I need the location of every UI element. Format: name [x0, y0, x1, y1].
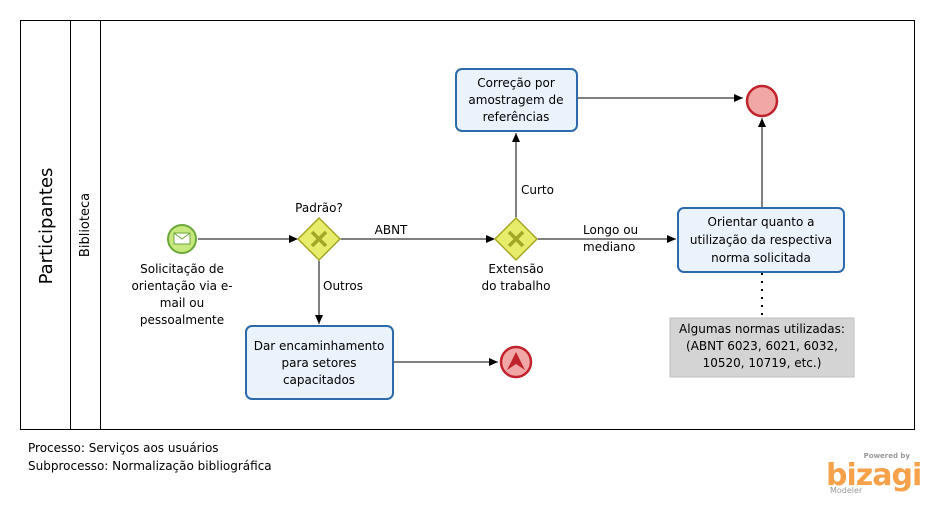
gateway-padrao[interactable] — [296, 216, 342, 262]
flow-label-longo: Longo ou mediano — [583, 223, 638, 254]
svg-text:do trabalho: do trabalho — [481, 279, 550, 293]
x-icon — [310, 230, 328, 248]
svg-text:(ABNT 6023, 6021, 6032,: (ABNT 6023, 6021, 6032, — [686, 339, 838, 353]
text-annotation[interactable]: Algumas normas utilizadas: (ABNT 6023, 6… — [669, 317, 855, 378]
svg-text:mediano: mediano — [583, 240, 635, 254]
svg-text:Dar encaminhamento: Dar encaminhamento — [254, 339, 385, 353]
svg-text:capacitados: capacitados — [283, 373, 355, 387]
lane-label: Biblioteca — [78, 193, 93, 257]
start-event-label: Solicitação de orientação via e- mail ou… — [131, 262, 232, 327]
footer-processo: Processo: Serviços aos usuários — [28, 441, 219, 455]
svg-text:referências: referências — [483, 110, 550, 124]
task-correcao[interactable]: Correção por amostragem de referências — [455, 68, 578, 132]
start-message-event[interactable] — [167, 224, 197, 254]
task-dar-encaminhamento[interactable]: Dar encaminhamento para setores capacita… — [245, 325, 394, 400]
end-event[interactable] — [745, 84, 779, 118]
svg-text:utilização da respectiva: utilização da respectiva — [690, 233, 832, 247]
svg-text:Extensão: Extensão — [488, 262, 543, 276]
gateway-padrao-label: Padrão? — [295, 201, 343, 215]
svg-text:norma solicitada: norma solicitada — [711, 251, 811, 265]
pool-label: Participantes — [36, 168, 57, 285]
x-icon — [507, 230, 525, 248]
svg-text:para setores: para setores — [281, 356, 356, 370]
escalation-icon — [507, 352, 525, 370]
bizagi-logo: Powered by bizagi Modeler — [826, 452, 922, 495]
flow-label-curto: Curto — [521, 183, 554, 197]
gateway-extensao[interactable] — [493, 216, 539, 262]
svg-text:10520, 10719, etc.): 10520, 10719, etc.) — [703, 356, 822, 370]
footer-subprocesso: Subprocesso: Normalização bibliográfica — [28, 459, 272, 473]
svg-text:Longo ou: Longo ou — [583, 223, 638, 237]
svg-text:Correção por: Correção por — [477, 76, 555, 90]
flow-label-abnt: ABNT — [375, 223, 408, 237]
svg-text:Algumas normas utilizadas:: Algumas normas utilizadas: — [679, 322, 845, 336]
task-orientar[interactable]: Orientar quanto a utilização da respecti… — [677, 207, 845, 273]
gateway-extensao-label: Extensão do trabalho — [481, 262, 550, 293]
escalation-end-event[interactable] — [499, 345, 533, 379]
svg-text:Orientar quanto a: Orientar quanto a — [708, 215, 815, 229]
flow-label-outros: Outros — [323, 279, 363, 293]
svg-text:Solicitação de: Solicitação de — [140, 262, 224, 276]
svg-text:amostragem de: amostragem de — [468, 93, 563, 107]
svg-text:orientação via e-: orientação via e- — [131, 279, 232, 293]
svg-text:mail ou: mail ou — [160, 296, 204, 310]
svg-text:pessoalmente: pessoalmente — [140, 313, 224, 327]
